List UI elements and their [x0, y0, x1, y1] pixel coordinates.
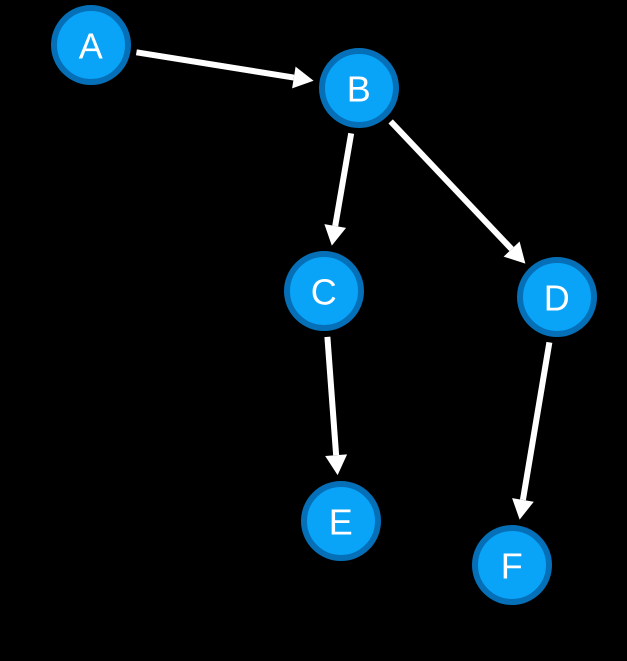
node-label: B [347, 69, 372, 110]
arrowhead-icon [325, 454, 348, 476]
node-c[interactable]: C [284, 251, 364, 331]
edge-c-e [324, 336, 348, 476]
node-circle[interactable] [51, 5, 131, 85]
node-f[interactable]: F [472, 525, 552, 605]
node-circle[interactable] [301, 481, 381, 561]
edge-line [519, 341, 553, 501]
node-d[interactable]: D [517, 257, 597, 337]
edge-b-d [388, 119, 526, 264]
edge-line [324, 336, 340, 456]
node-circle[interactable] [319, 48, 399, 128]
node-label: D [544, 278, 571, 319]
edge-line [388, 119, 514, 252]
node-a[interactable]: A [51, 5, 131, 85]
edge-line [135, 49, 295, 81]
node-b[interactable]: B [319, 48, 399, 128]
node-label: A [79, 26, 104, 67]
edges-layer [135, 49, 553, 520]
edge-a-b [135, 49, 314, 89]
nodes-layer: A B C D E F [51, 5, 597, 605]
node-e[interactable]: E [301, 481, 381, 561]
node-label: E [329, 502, 354, 543]
arrowhead-icon [292, 66, 314, 89]
arrowhead-icon [512, 498, 534, 520]
edge-d-f [512, 341, 553, 520]
arrowhead-icon [324, 224, 347, 246]
arrowhead-icon [503, 241, 526, 264]
node-label: C [311, 272, 338, 313]
edge-b-c [324, 132, 355, 246]
node-circle[interactable] [517, 257, 597, 337]
node-label: F [501, 546, 524, 587]
node-circle[interactable] [284, 251, 364, 331]
edge-line [332, 132, 355, 227]
node-circle[interactable] [472, 525, 552, 605]
